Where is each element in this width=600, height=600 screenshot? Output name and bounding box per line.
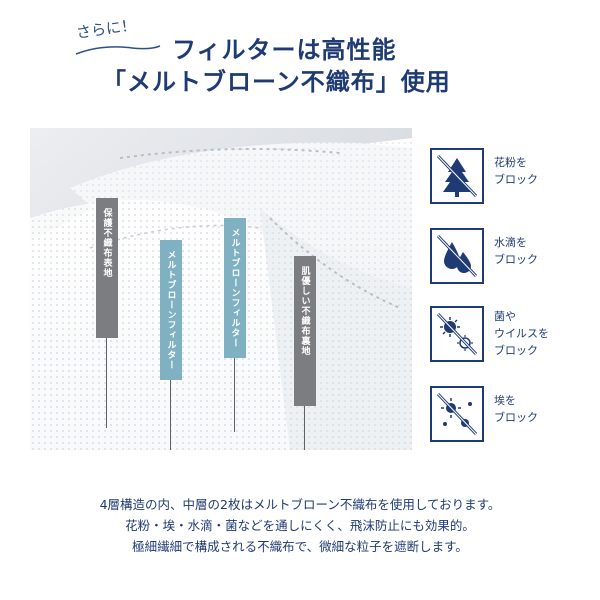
- description-line1: 4層構造の内、中層の2枚はメルトブローン不織布を使用しております。: [99, 497, 501, 512]
- feature-virus-line3: ブロック: [494, 344, 538, 357]
- water-drop-block-icon: [430, 228, 484, 284]
- layer-label-inner-line: [304, 406, 305, 450]
- description: 4層構造の内、中層の2枚はメルトブローン不織布を使用しております。 花粉・埃・水…: [0, 494, 600, 557]
- feature-pollen-text: 花粉を ブロック: [494, 154, 538, 188]
- feature-virus-text: 菌や ウイルスを ブロック: [494, 308, 549, 359]
- layer-label-inner: 肌優しい不織布裏地: [294, 256, 316, 406]
- feature-dust-text: 埃を ブロック: [494, 392, 538, 426]
- feature-pollen: 花粉を ブロック: [430, 148, 590, 208]
- layer-label-meltblown-2-line: [234, 358, 235, 432]
- feature-water: 水滴を ブロック: [430, 228, 590, 288]
- virus-block-icon: [430, 306, 484, 362]
- feature-dust-line1: 埃を: [494, 394, 516, 407]
- feature-dust-line2: ブロック: [494, 411, 538, 424]
- mask-fabric-illustration: [30, 128, 412, 450]
- header-title-line1: フィルターは高性能: [172, 36, 397, 64]
- dust-block-icon: [430, 386, 484, 442]
- feature-virus-line1: 菌や: [494, 310, 516, 323]
- layer-label-meltblown-1: メルトブローンフィルター: [160, 240, 182, 380]
- layer-label-outer-line: [106, 338, 107, 428]
- layer-label-meltblown-2: メルトブローンフィルター: [224, 218, 246, 358]
- mask-layers-photo: 保護不織布表地 メルトブローンフィルター メルトブローンフィルター 肌優しい不織…: [30, 128, 412, 450]
- feature-water-line2: ブロック: [494, 253, 538, 266]
- header: さらに！ フィルターは高性能 「メルトブローン不織布」使用: [0, 0, 600, 110]
- feature-water-text: 水滴を ブロック: [494, 234, 538, 268]
- header-title-line2: 「メルトブローン不織布」使用: [102, 68, 451, 96]
- feature-water-line1: 水滴を: [494, 236, 527, 249]
- header-badge: さらに！: [75, 15, 138, 43]
- feature-virus: 菌や ウイルスを ブロック: [430, 306, 590, 366]
- swash-underline-icon: [75, 45, 161, 55]
- description-line2: 花粉・埃・水滴・菌などを通しにくく、飛沫防止にも効果的。: [125, 518, 475, 533]
- feature-pollen-line1: 花粉を: [494, 156, 527, 169]
- layer-label-meltblown-1-line: [170, 380, 171, 450]
- layer-label-outer: 保護不織布表地: [96, 198, 118, 338]
- description-line3: 極細繊細で構成される不織布で、微細な粒子を遮断します。: [132, 539, 468, 554]
- feature-dust: 埃を ブロック: [430, 386, 590, 446]
- feature-pollen-line2: ブロック: [494, 173, 538, 186]
- pollen-block-icon: [430, 148, 484, 204]
- feature-virus-line2: ウイルスを: [494, 327, 549, 340]
